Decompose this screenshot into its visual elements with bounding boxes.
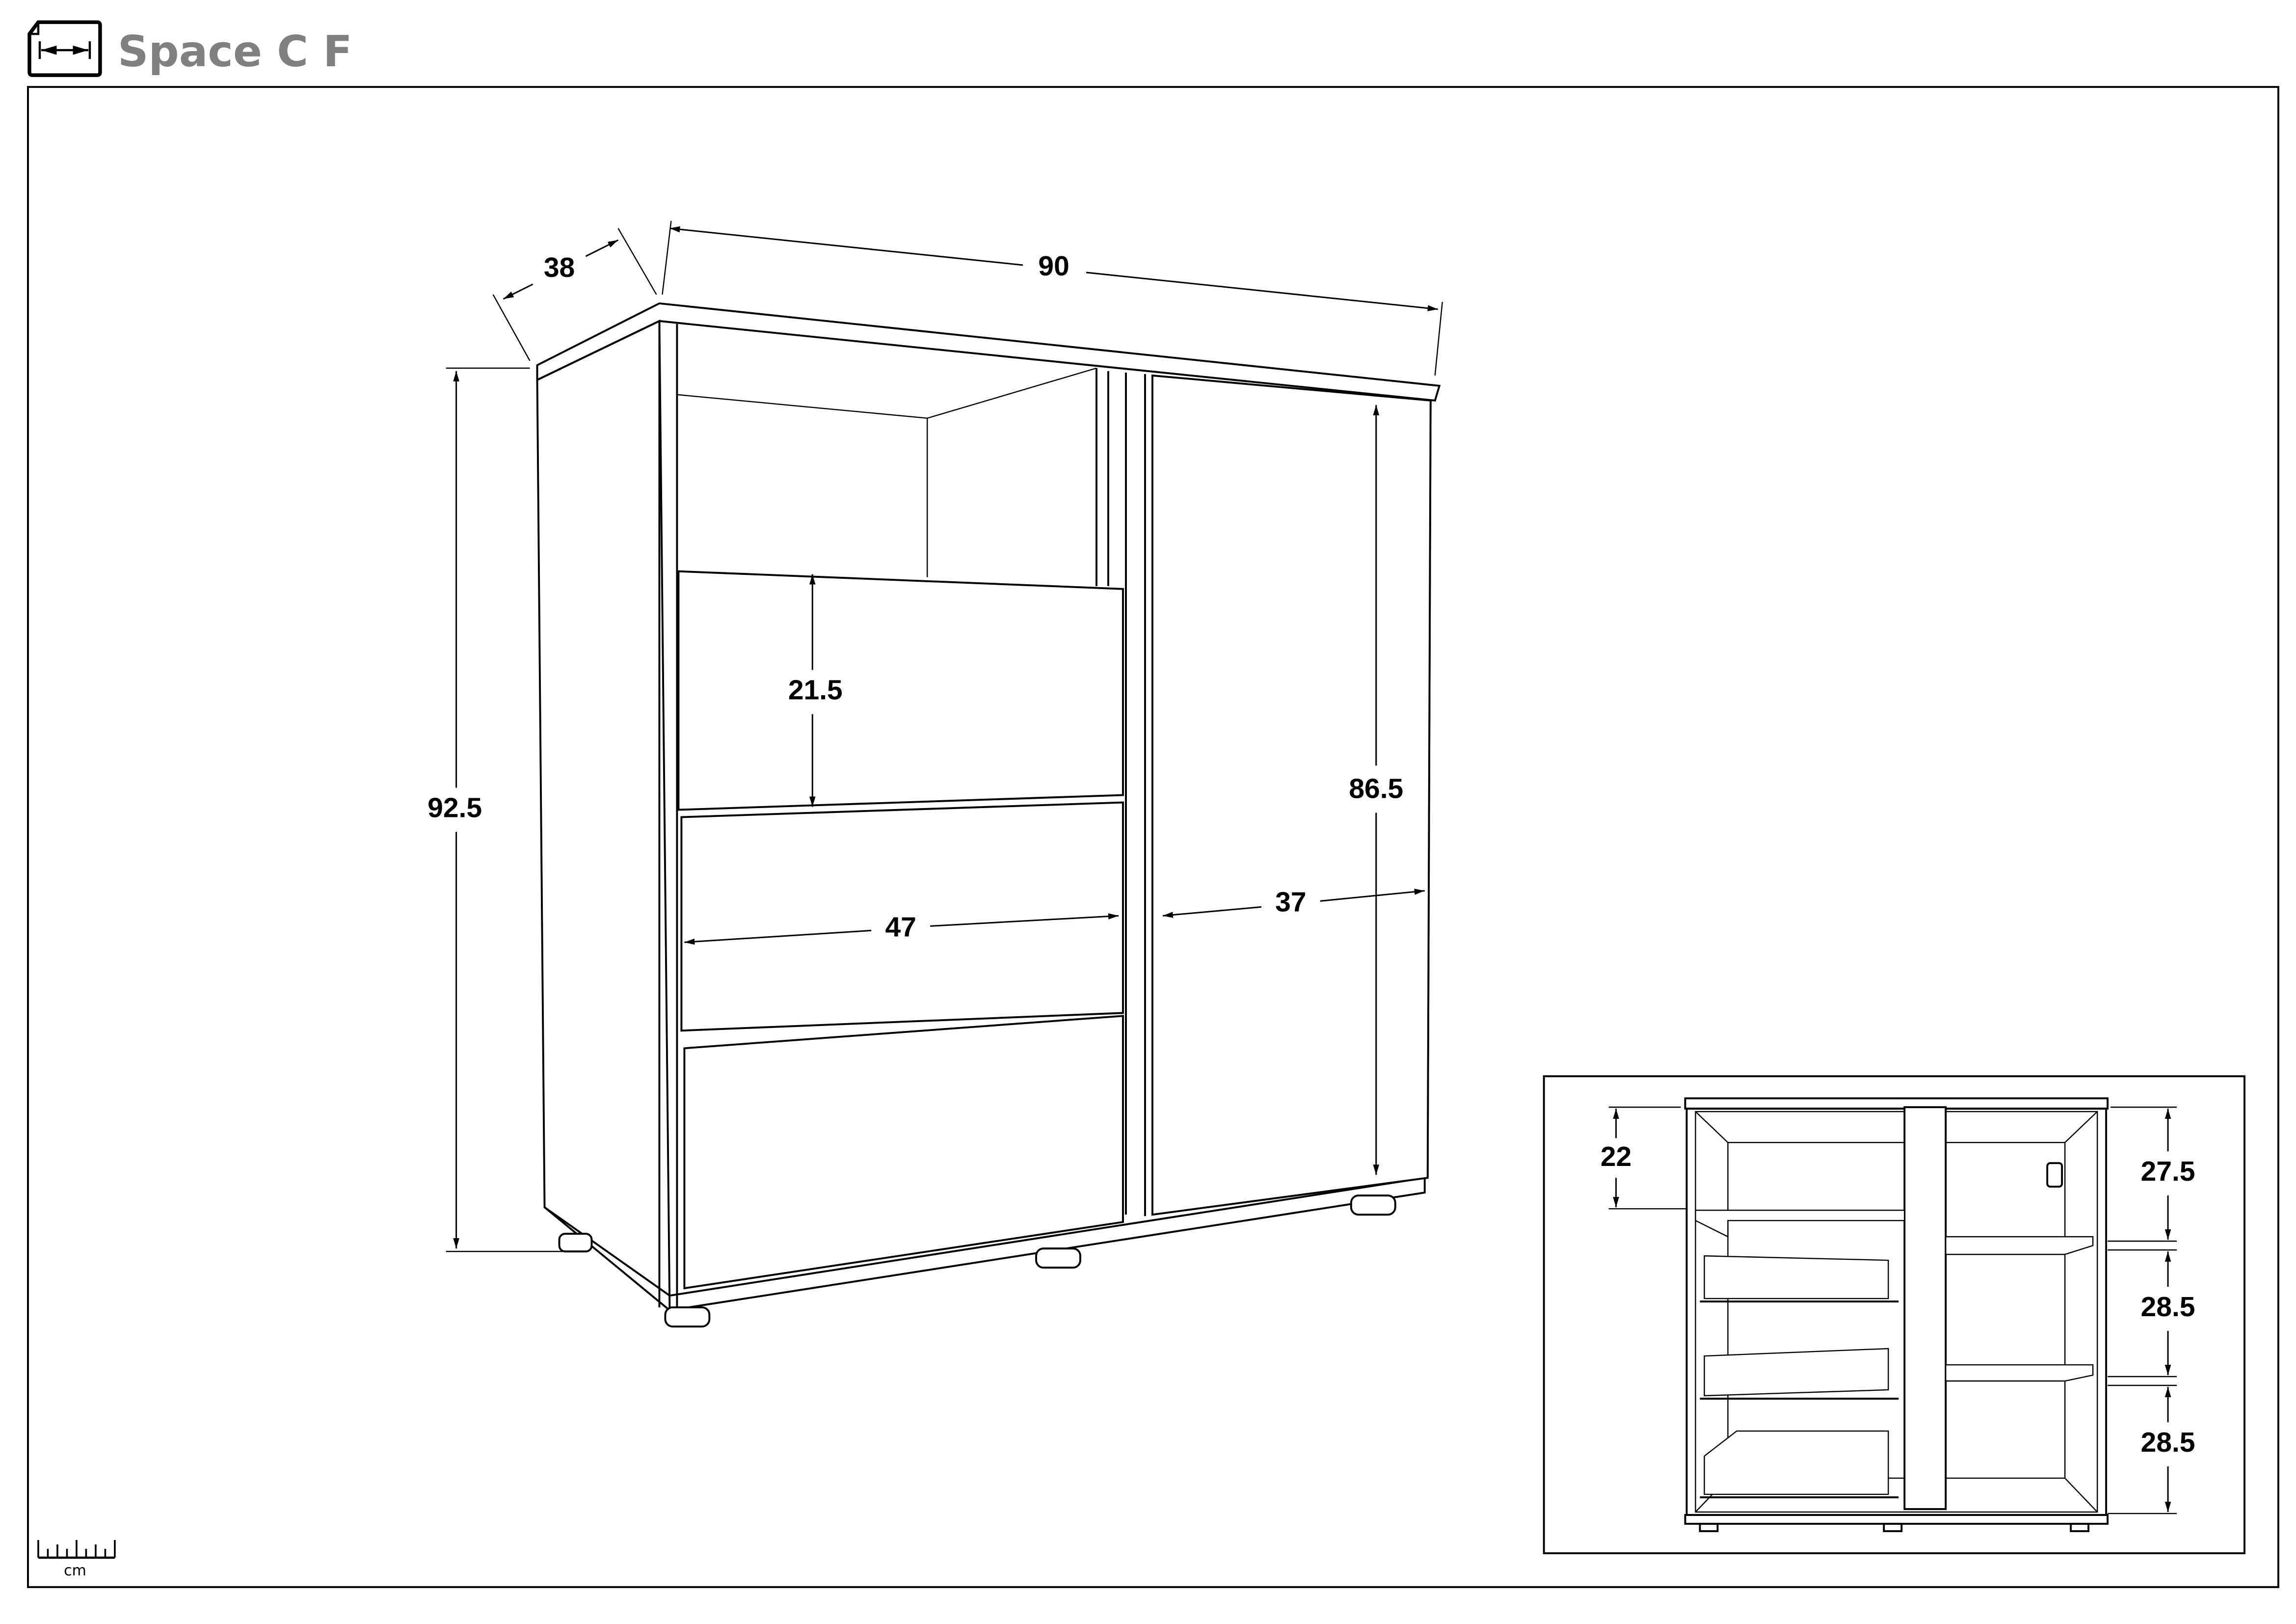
svg-text:86.5: 86.5	[1349, 773, 1403, 805]
dimension-document-icon	[27, 20, 102, 77]
dimension-inset-shelf-2: 28.5	[2108, 1249, 2195, 1378]
inner-drawer	[1704, 1430, 1889, 1495]
dimension-drawer-height: 21.5	[788, 574, 843, 807]
inner-drawer	[1704, 1348, 1889, 1397]
svg-text:22: 22	[1601, 1141, 1631, 1172]
svg-text:92.5: 92.5	[427, 792, 482, 824]
door-hinge	[2046, 1162, 2063, 1188]
foot	[558, 1233, 593, 1253]
drawing-frame	[27, 86, 2279, 1588]
center-divider	[1903, 1106, 1947, 1510]
ruler-icon	[37, 1540, 116, 1559]
dimension-drawer-width: 47	[684, 911, 1119, 945]
svg-text:28.5: 28.5	[2141, 1291, 2195, 1323]
shelf	[1945, 1236, 2094, 1255]
dimension-depth: 38	[492, 228, 657, 361]
inner-drawer	[1704, 1255, 1889, 1299]
dimension-door-width: 37	[1162, 886, 1425, 918]
drawer-2	[680, 801, 1124, 1032]
svg-text:47: 47	[885, 911, 916, 943]
dimension-inset-shelf-1: 27.5	[2108, 1107, 2195, 1242]
dimension-inset-shelf-3: 28.5	[2108, 1384, 2195, 1515]
cabinet-door	[1151, 374, 1432, 1216]
cabinet-perspective-view	[536, 302, 1441, 1328]
dimension-width: 90	[662, 220, 1443, 376]
shelf	[1945, 1364, 2094, 1382]
foot	[664, 1306, 711, 1328]
svg-text:28.5: 28.5	[2141, 1427, 2195, 1458]
foot	[1035, 1247, 1082, 1269]
dimension-door-height: 86.5	[1349, 405, 1403, 1175]
svg-text:90: 90	[1038, 250, 1069, 282]
scale-unit-label: cm	[64, 1562, 86, 1579]
drawer-1	[677, 570, 1124, 811]
drawer-3	[683, 1015, 1124, 1290]
dimension-height: 92.5	[427, 367, 567, 1252]
svg-text:38: 38	[544, 252, 575, 283]
svg-text:21.5: 21.5	[788, 675, 843, 706]
svg-text:37: 37	[1275, 886, 1306, 918]
dimension-inset-22: 22	[1601, 1107, 1687, 1210]
inset-interior-view-frame	[1543, 1075, 2245, 1554]
page-title: Space C F	[118, 27, 352, 77]
shelf	[1695, 1209, 1905, 1238]
cabinet-interior-view	[1684, 1097, 2109, 1532]
foot	[1350, 1194, 1396, 1216]
svg-text:27.5: 27.5	[2141, 1156, 2195, 1187]
